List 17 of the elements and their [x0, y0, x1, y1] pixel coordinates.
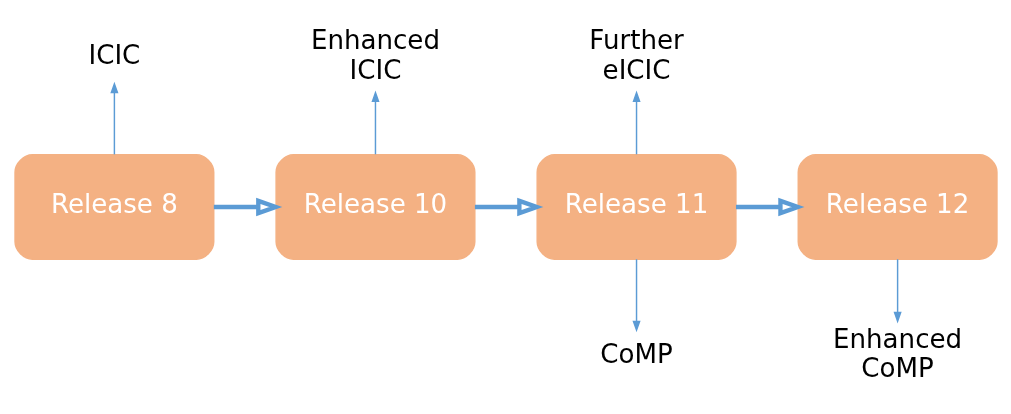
node-text: Enhanced ICIC: [310, 25, 440, 85]
arrow: [213, 197, 282, 217]
arrow: [474, 197, 543, 217]
arrow: [893, 258, 902, 324]
node-text: Enhanced CoMP: [832, 324, 962, 384]
arrow: [370, 90, 380, 155]
node-text: ICIC: [87, 39, 140, 70]
node-box: Release 10: [274, 154, 476, 260]
arrow: [631, 258, 641, 333]
node-box: Release 12: [797, 154, 998, 260]
arrow: [109, 81, 118, 156]
node-box: Release 11: [535, 154, 737, 260]
node-text: CoMP: [599, 338, 673, 369]
arrow: [735, 197, 804, 217]
node-box: Release 8: [13, 154, 214, 260]
arrow: [631, 90, 641, 155]
node-text: Further eICIC: [588, 25, 684, 85]
